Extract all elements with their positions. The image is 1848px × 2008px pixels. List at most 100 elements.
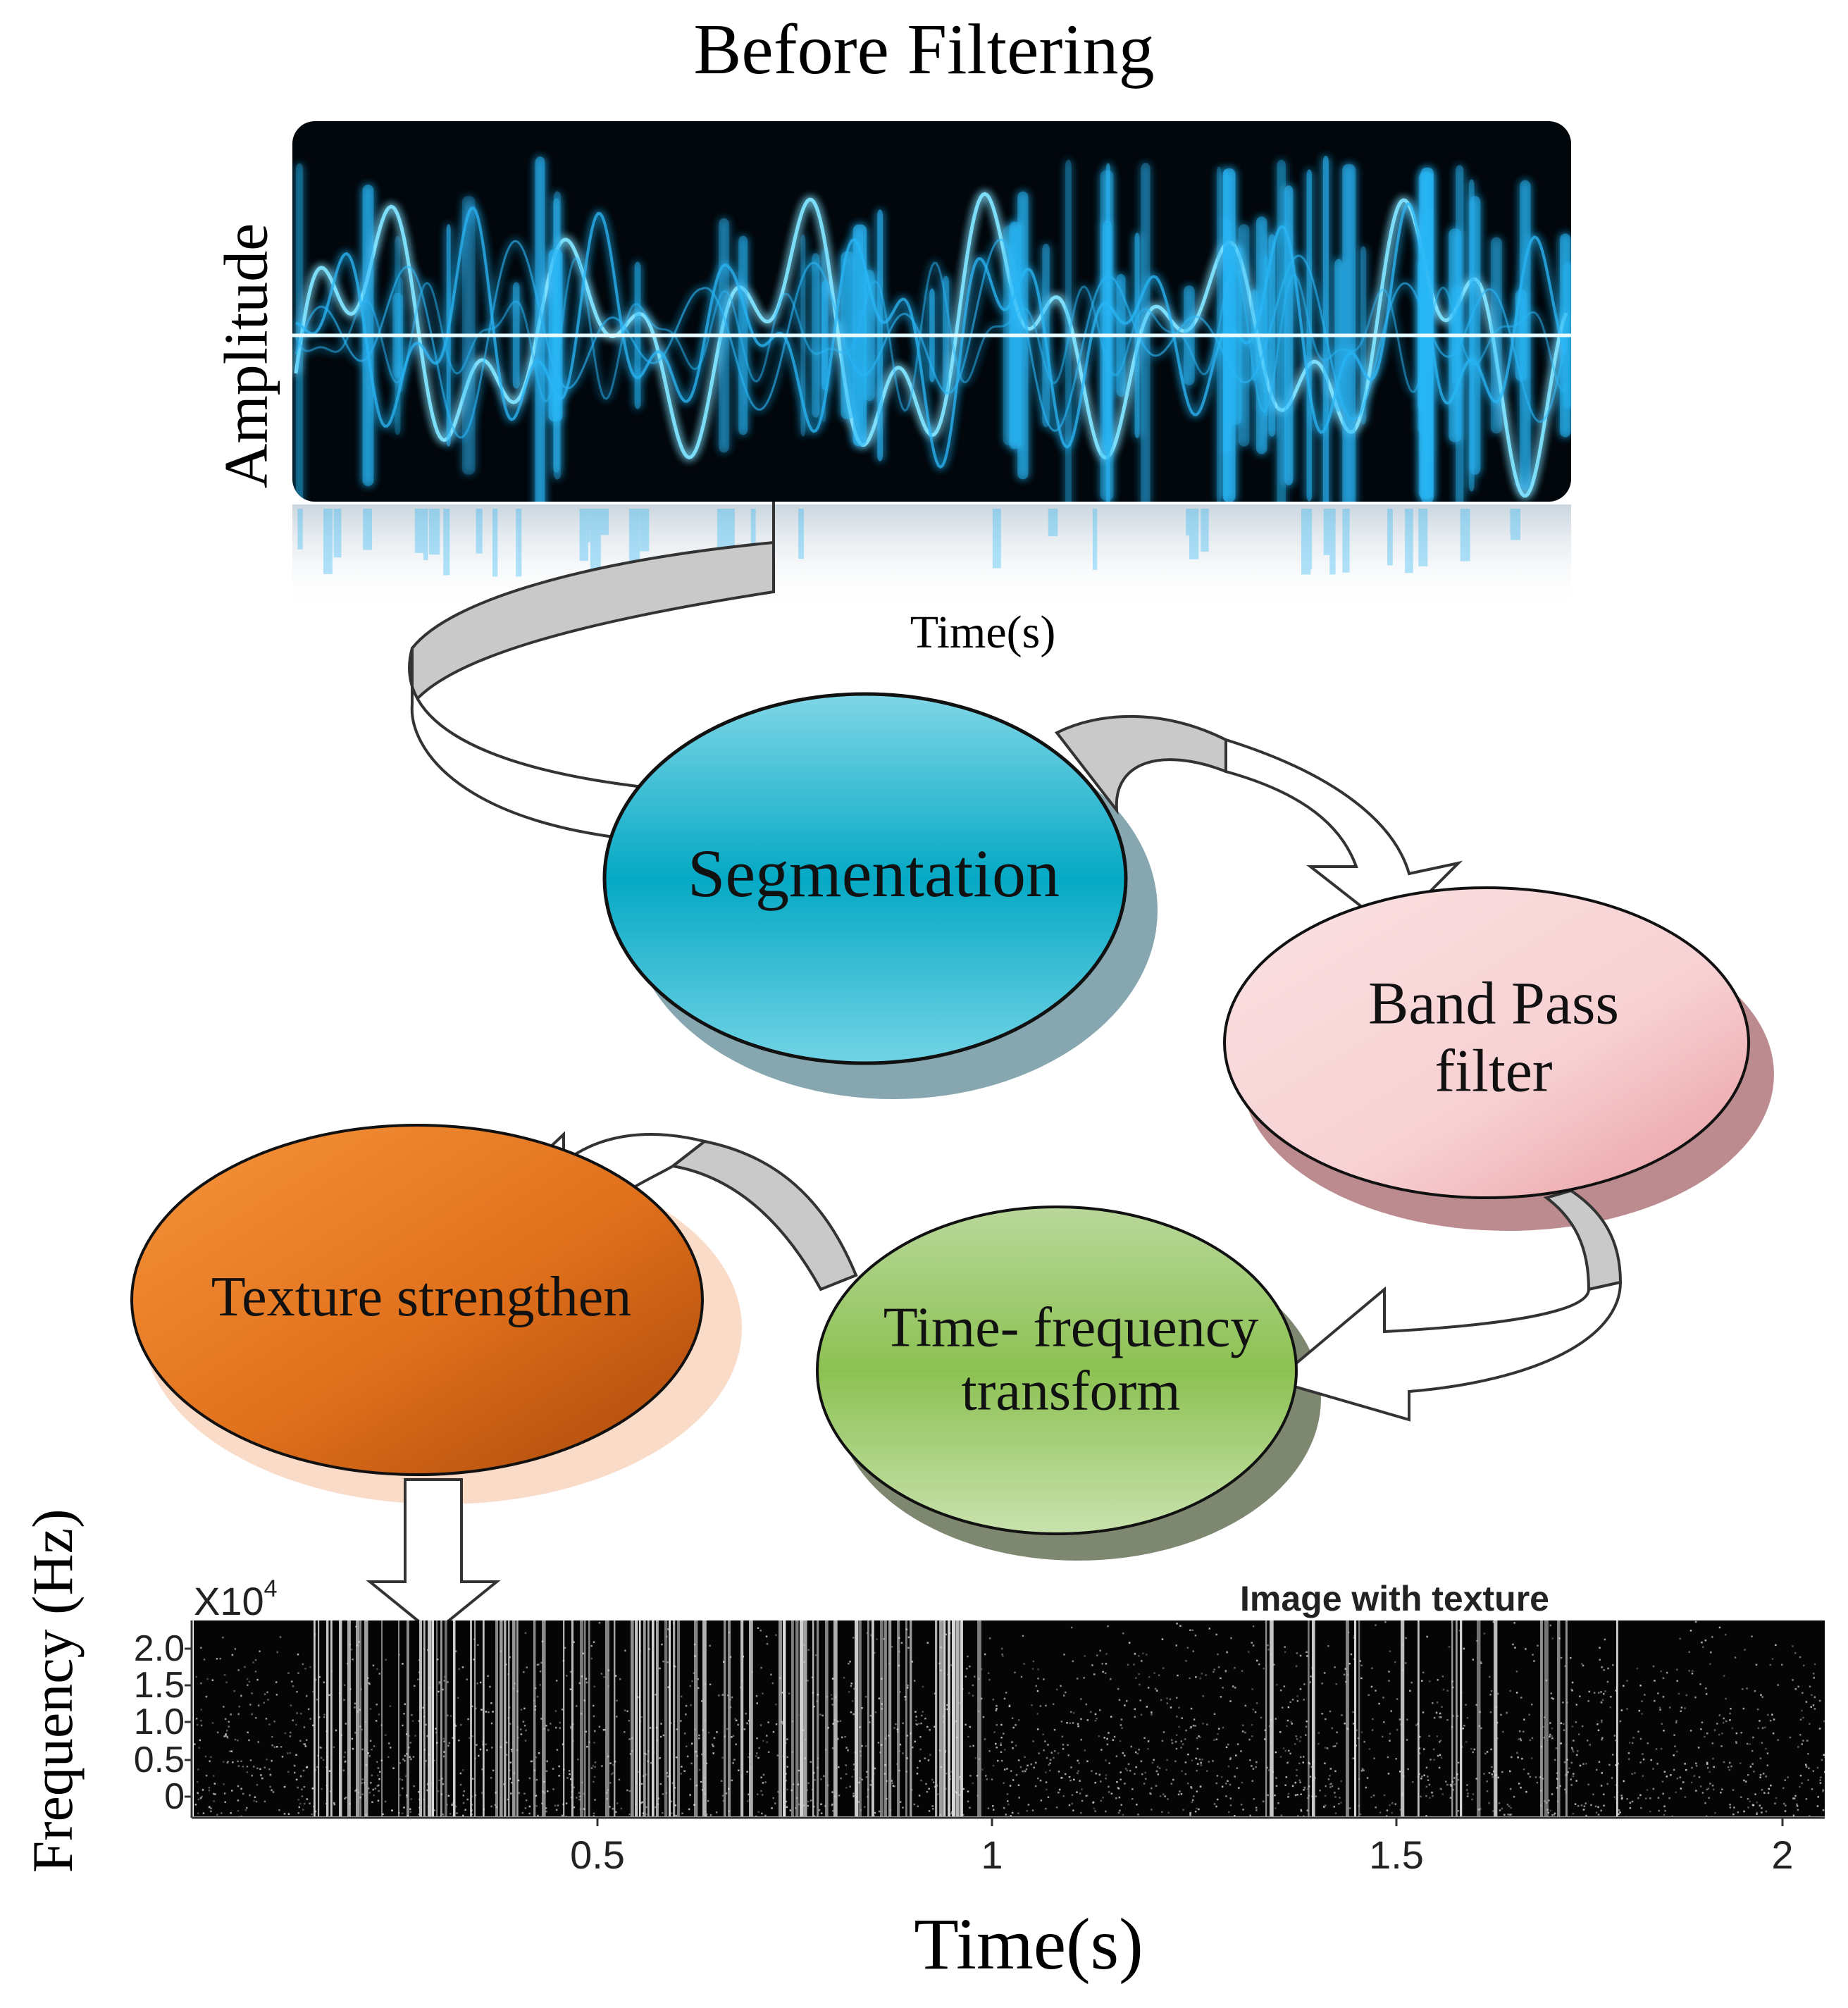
texture-dot (891, 1782, 894, 1785)
texture-dot (1072, 1722, 1074, 1724)
texture-dot (1587, 1740, 1589, 1742)
texture-dot (1571, 1690, 1573, 1692)
texture-dot (242, 1792, 244, 1795)
texture-dot (661, 1643, 663, 1646)
texture-dot (1375, 1806, 1377, 1809)
texture-dot (707, 1731, 710, 1734)
texture-dot (1205, 1674, 1207, 1676)
time-frequency-label-line2: transform (961, 1360, 1181, 1422)
texture-dot (1379, 1811, 1382, 1814)
texture-band (588, 1620, 590, 1816)
texture-dot (1048, 1764, 1050, 1766)
texture-dot (1740, 1796, 1742, 1798)
texture-dot (1287, 1792, 1290, 1795)
texture-dot (917, 1766, 919, 1769)
texture-dot (1794, 1795, 1797, 1797)
texture-dot (536, 1663, 539, 1666)
texture-dot (759, 1630, 762, 1632)
texture-dot (240, 1760, 242, 1762)
texture-dot (1118, 1796, 1121, 1799)
texture-dot (565, 1816, 567, 1818)
texture-band (428, 1620, 432, 1816)
texture-dot (335, 1729, 337, 1732)
texture-dot (518, 1792, 520, 1795)
texture-dot (1425, 1795, 1427, 1797)
texture-dot (1220, 1775, 1223, 1778)
texture-dot (1450, 1785, 1453, 1787)
texture-dot (352, 1659, 354, 1661)
texture-dot (1670, 1774, 1672, 1776)
texture-dot (1607, 1667, 1609, 1670)
texture-dot (1577, 1805, 1580, 1807)
texture-dot (1138, 1673, 1140, 1675)
texture-dot (861, 1744, 863, 1747)
texture-dot (820, 1803, 822, 1805)
texture-dot (738, 1769, 740, 1771)
texture-dot (1296, 1695, 1298, 1697)
texture-dot (1135, 1677, 1137, 1679)
texture-dot (296, 1690, 298, 1693)
texture-dot (1452, 1686, 1454, 1689)
texture-dot (1356, 1729, 1358, 1731)
texture-dot (240, 1787, 242, 1790)
texture-dot (969, 1775, 972, 1777)
texture-dot (1229, 1758, 1232, 1760)
texture-dot (1266, 1766, 1268, 1769)
texture-dot (1796, 1803, 1798, 1806)
texture-dot (1006, 1768, 1008, 1770)
texture-dot (1396, 1698, 1399, 1700)
texture-dot (586, 1745, 588, 1748)
texture-dot (208, 1806, 211, 1809)
texture-dot (1383, 1794, 1386, 1797)
texture-dot (1295, 1665, 1298, 1667)
texture-dot (354, 1732, 356, 1734)
texture-dot (1086, 1719, 1089, 1721)
texture-dot (1000, 1723, 1003, 1726)
texture-dot (1484, 1752, 1487, 1755)
texture-dot (1329, 1786, 1332, 1788)
texture-dot (851, 1700, 854, 1702)
texture-dot (641, 1801, 644, 1804)
texture-dot (1017, 1812, 1019, 1814)
texture-dot (316, 1766, 318, 1768)
texture-dot (1575, 1721, 1577, 1723)
texture-dot (1249, 1759, 1251, 1761)
texture-dot (1123, 1754, 1126, 1756)
texture-dot (832, 1810, 834, 1812)
texture-dot (1199, 1677, 1201, 1680)
texture-dot (1680, 1710, 1682, 1712)
texture-dot (1334, 1792, 1336, 1794)
texture-dot (1196, 1790, 1198, 1792)
texture-dot (1005, 1814, 1007, 1816)
texture-dot (524, 1632, 527, 1634)
texture-dot (1803, 1664, 1805, 1667)
texture-dot (384, 1800, 387, 1803)
texture-dot (712, 1752, 714, 1754)
texture-dot (345, 1723, 347, 1725)
texture-dot (555, 1726, 557, 1729)
texture-dot (937, 1793, 939, 1795)
texture-dot (1300, 1809, 1302, 1811)
texture-dot (443, 1680, 445, 1682)
texture-dot (376, 1761, 378, 1763)
texture-band (1616, 1620, 1618, 1816)
texture-dot (760, 1790, 762, 1792)
texture-dot (1037, 1668, 1039, 1671)
texture-dot (437, 1790, 440, 1792)
texture-dot (1116, 1781, 1118, 1783)
texture-dot (1508, 1805, 1511, 1807)
texture-dot (301, 1795, 304, 1797)
texture-dot (1764, 1726, 1766, 1729)
texture-dot (1361, 1768, 1364, 1770)
texture-dot (316, 1699, 318, 1701)
texture-dot (1230, 1637, 1232, 1640)
texture-dot (1181, 1770, 1183, 1772)
texture-dot (1126, 1769, 1129, 1772)
texture-dot (1785, 1804, 1787, 1806)
texture-dot (216, 1658, 218, 1660)
texture-dot (1749, 1766, 1752, 1768)
texture-dot (680, 1720, 682, 1722)
texture-dot (303, 1786, 306, 1788)
texture-dot (1560, 1722, 1563, 1725)
texture-band (639, 1620, 641, 1816)
